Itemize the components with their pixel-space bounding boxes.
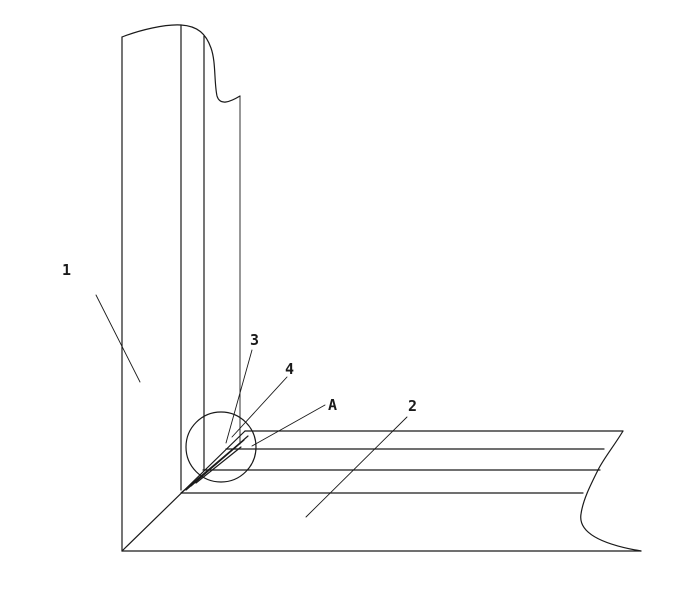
leader-line-3 xyxy=(225,349,253,444)
label-part-2: 2 xyxy=(408,397,417,415)
mitre-joint xyxy=(121,430,249,552)
leader-line-1 xyxy=(95,294,141,383)
vertical-break-line xyxy=(121,24,241,103)
leader-line-2 xyxy=(305,416,408,518)
label-part-1: 1 xyxy=(62,261,71,279)
leader-line-4 xyxy=(231,376,288,438)
seal-strip-line-3 xyxy=(190,435,249,487)
label-part-4: 4 xyxy=(285,360,294,378)
vertical-frame-member xyxy=(121,24,241,552)
label-detail-a: A xyxy=(328,396,337,414)
horizontal-frame-member xyxy=(121,430,642,552)
detail-circle-a xyxy=(185,411,257,483)
leader-line-a xyxy=(251,404,326,447)
leader-lines xyxy=(95,294,408,518)
horizontal-break-line xyxy=(580,430,642,552)
label-part-3: 3 xyxy=(250,331,259,349)
seal-strip-line-4 xyxy=(195,446,242,484)
